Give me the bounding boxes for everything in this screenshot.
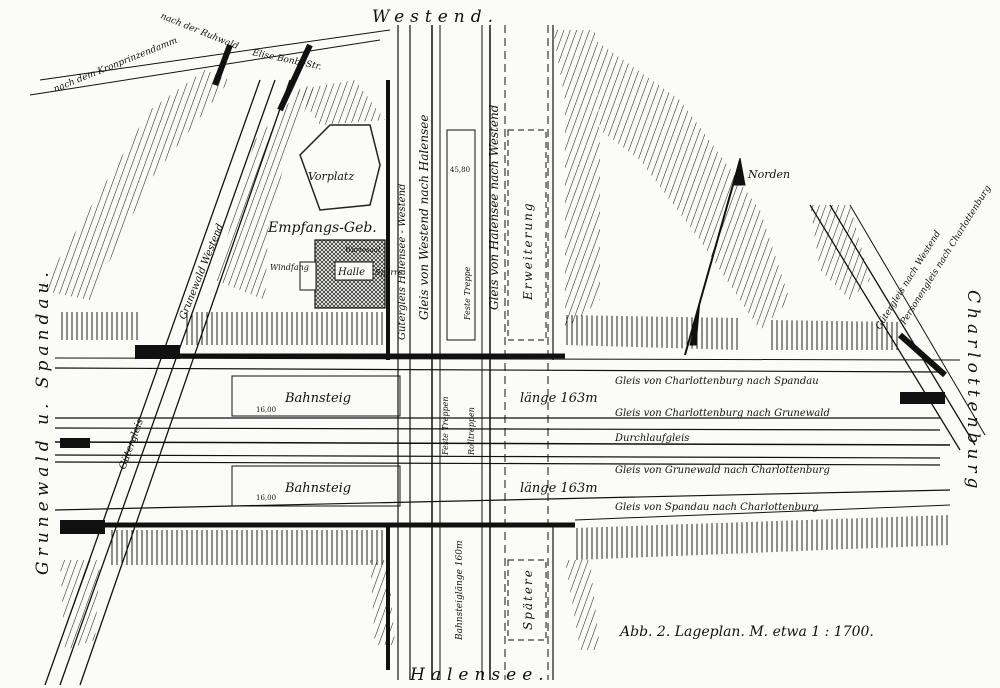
label-windfang: Windfang [270,263,309,272]
label-westend: Westend. [372,7,499,27]
label-htrack-3: Gleis von Grunewald nach Charlottenburg [615,465,830,476]
label-platform-lower-length: länge 163m [520,481,598,496]
windfang-box [299,261,317,291]
vorplatz-outline [299,124,381,211]
halle-box [334,261,374,281]
hatch-strip-4 [770,320,900,350]
label-platform-upper: Bahnsteig [284,391,351,406]
hatch-strip-5 [110,530,385,565]
diagonals [29,29,986,686]
label-width-lower: 16,00 [256,494,276,502]
hatch-strip-1 [60,312,140,340]
label-vtrack-1: Gütergleis Halensee - Westend [397,184,408,340]
horizontal-lines [54,353,961,528]
embankment-s-1 [370,560,395,645]
label-empfangs: Empfangs-Geb. [267,220,377,236]
embankment-ne-2 [595,40,790,330]
embankment-ramp [295,80,385,125]
hatch-strip-2 [185,312,385,345]
station-building [299,124,386,309]
label-htrack-2: Durchlaufgleis [614,433,689,444]
label-feste-treppen: Feste Treppen [441,397,450,456]
label-spatere: Spätere [521,568,535,630]
label-norden: Norden [747,168,790,181]
label-platform-upper-length: länge 163m [520,391,598,406]
embankment-nw-outer [40,70,230,300]
label-grunewald: Grunewald u. Spandau. [33,267,53,575]
hatch-strip-6 [575,515,950,560]
label-vtrack-3: Gleis von Halensee nach Westend [487,104,501,310]
label-width-upper: 16,00 [256,406,276,414]
label-halensee: Halensee. [409,665,550,685]
label-elise: Elise Bonb.-Str. [250,48,322,73]
label-wartesaal: Wartesaal [345,246,380,254]
label-vorplatz: Vorplatz [308,170,354,183]
label-gutergleis-left: Gütergleis [117,417,145,471]
label-kronprinzendamm: nach dem Kronprinzendamm [52,36,178,95]
label-treppe: Feste Treppe [463,266,472,321]
caption: Abb. 2. Lageplan. M. etwa 1 : 1700. [618,624,874,640]
vertical-lines [386,25,554,680]
label-platform-lower: Bahnsteig [284,481,351,496]
label-charlottenburg: Charlottenburg [963,290,983,493]
label-htrack-4: Gleis von Spandau nach Charlottenburg [615,502,819,513]
embankment-ne-1 [553,30,600,330]
hatch-strip-3 [565,315,740,350]
embankment-s-2 [565,560,600,650]
label-sperre: Sperre [375,268,403,277]
embankment-nw-inner [215,85,315,300]
label-vtrack-2: Gleis von Westend nach Halensee [417,115,431,320]
label-halle: Halle [337,267,365,278]
label-erweiterung: Erweiterung [521,201,535,301]
label-rolltreppen: Rolltreppen [467,407,476,456]
label-dim-top: 45,80 [450,166,470,174]
embankment-sw [60,560,100,650]
label-htrack-0: Gleis von Charlottenburg nach Spandau [615,376,819,387]
label-bahnsteiglange: Bahnsteiglänge 160m [455,541,465,641]
label-htrack-1: Gleis von Charlottenburg nach Grunewald [615,408,830,419]
